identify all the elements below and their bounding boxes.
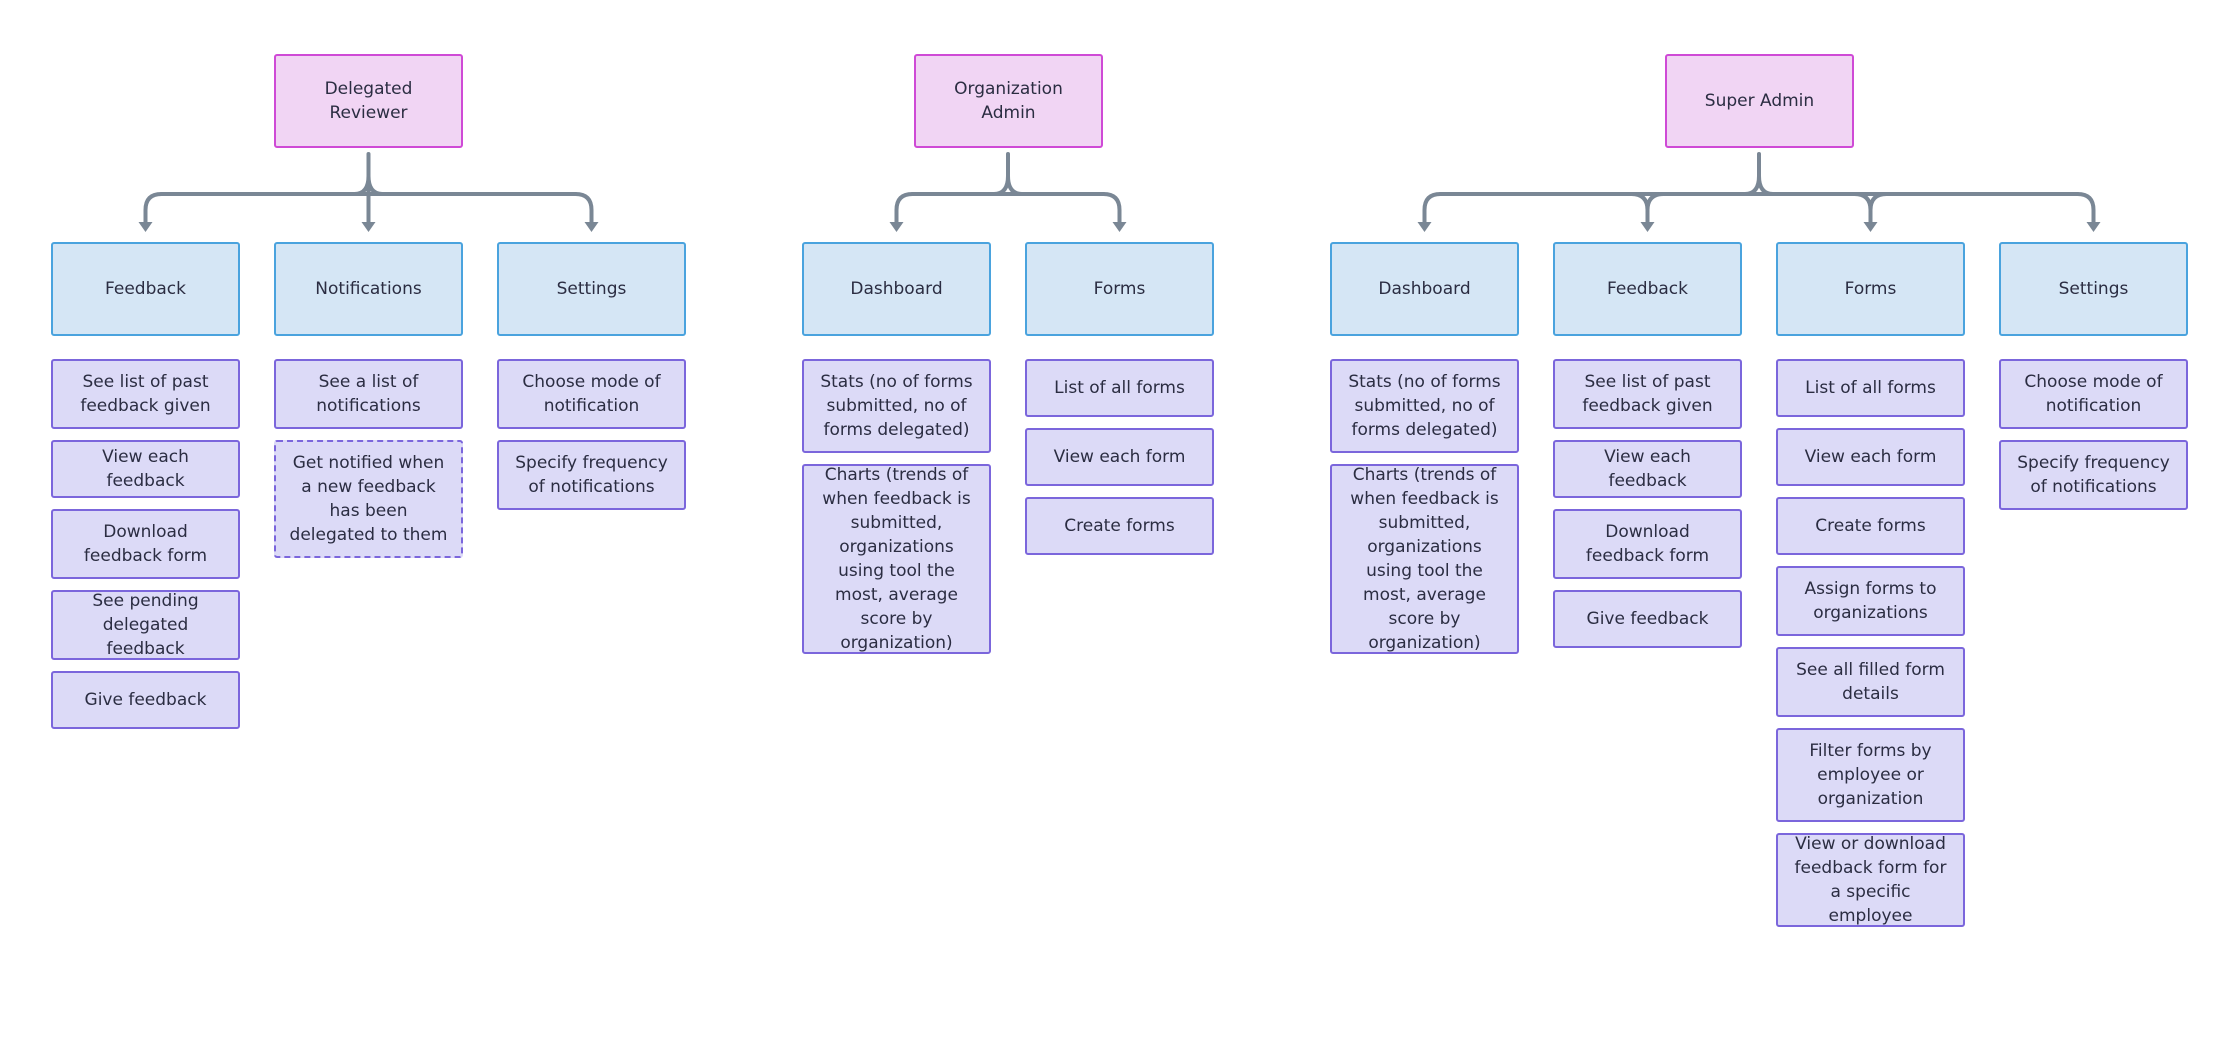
category-node: Dashboard — [1330, 242, 1519, 336]
arrow-head — [1417, 222, 1432, 232]
category-node: Feedback — [51, 242, 240, 336]
category-node: Forms — [1776, 242, 1965, 336]
feature-item: See a list of notifications — [274, 359, 463, 429]
branch-connector — [1645, 192, 1666, 212]
feature-item: See list of past feedback given — [51, 359, 240, 429]
branch-connector — [1868, 192, 1889, 212]
feature-item: Choose mode of notification — [1999, 359, 2188, 429]
feature-item: Create forms — [1776, 497, 1965, 555]
feature-item: Give feedback — [51, 671, 240, 729]
arrow-head — [138, 222, 153, 232]
trunk-curve-right — [366, 174, 385, 196]
root-node: Delegated Reviewer — [274, 54, 463, 148]
feature-item: Assign forms to organizations — [1776, 566, 1965, 636]
feature-item: Download feedback form — [51, 509, 240, 579]
category-node: Settings — [497, 242, 686, 336]
trunk-curve-left — [1743, 174, 1761, 196]
trunk-curve-left — [352, 174, 371, 196]
branch-connector — [894, 192, 915, 226]
arrow-head — [889, 222, 904, 232]
feature-item: Charts (trends of when feedback is submi… — [802, 464, 991, 654]
feature-item: See all filled form details — [1776, 647, 1965, 717]
root-node: Super Admin — [1665, 54, 1854, 148]
arrow-head — [584, 222, 599, 232]
category-node: Notifications — [274, 242, 463, 336]
arrow-head — [1640, 222, 1655, 232]
feature-item: Choose mode of notification — [497, 359, 686, 429]
feature-item: Give feedback — [1553, 590, 1742, 648]
feature-item: Create forms — [1025, 497, 1214, 555]
feature-item: See pending delegated feedback — [51, 590, 240, 660]
feature-item: Filter forms by employee or organization — [1776, 728, 1965, 822]
feature-item: View each feedback — [1553, 440, 1742, 498]
trunk-curve-right — [1757, 174, 1775, 196]
feature-item: Get notified when a new feedback has bee… — [274, 440, 463, 558]
arrow-head — [1112, 222, 1127, 232]
feature-item: View each feedback — [51, 440, 240, 498]
arrow-head — [2086, 222, 2101, 232]
feature-item: View each form — [1025, 428, 1214, 486]
arrow-head — [361, 222, 376, 232]
trunk-curve-left — [992, 174, 1010, 196]
feature-item: View each form — [1776, 428, 1965, 486]
feature-item: Specify frequency of notifications — [497, 440, 686, 510]
category-node: Forms — [1025, 242, 1214, 336]
branch-connector — [1422, 192, 1443, 226]
branch-connector — [1629, 192, 1650, 226]
branch-connector — [143, 192, 164, 226]
feature-item: See list of past feedback given — [1553, 359, 1742, 429]
branch-connector — [573, 192, 594, 226]
category-node: Feedback — [1553, 242, 1742, 336]
branch-connector — [1101, 192, 1122, 226]
feature-item: Download feedback form — [1553, 509, 1742, 579]
feature-item: View or download feedback form for a spe… — [1776, 833, 1965, 927]
feature-item: Specify frequency of notifications — [1999, 440, 2188, 510]
branch-connector — [2075, 192, 2096, 226]
branch-connector — [1852, 192, 1873, 226]
feature-item: List of all forms — [1025, 359, 1214, 417]
trunk-curve-right — [1006, 174, 1024, 196]
feature-item: Stats (no of forms submitted, no of form… — [802, 359, 991, 453]
feature-item: List of all forms — [1776, 359, 1965, 417]
feature-item: Stats (no of forms submitted, no of form… — [1330, 359, 1519, 453]
arrow-head — [1863, 222, 1878, 232]
feature-item: Charts (trends of when feedback is submi… — [1330, 464, 1519, 654]
category-node: Dashboard — [802, 242, 991, 336]
root-node: Organization Admin — [914, 54, 1103, 148]
category-node: Settings — [1999, 242, 2188, 336]
